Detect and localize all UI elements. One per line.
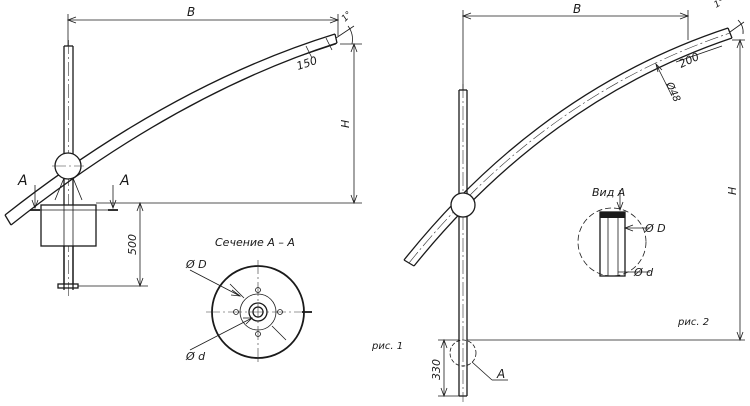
fig2-b-label: B xyxy=(573,2,581,16)
fig1-curved-arm xyxy=(4,33,338,226)
fig2-200-label: 200 xyxy=(677,50,702,71)
fig1-dim-h: H xyxy=(96,42,362,205)
fig2-dim-b: B xyxy=(461,2,690,90)
fig2-dim-330: 330 xyxy=(430,338,459,398)
fig1-foundation-block xyxy=(40,204,97,247)
fig1-outer-diameter: Ø D xyxy=(185,258,207,271)
fig2-post xyxy=(458,84,468,402)
fig1-dim-150: 150 xyxy=(295,37,337,73)
fig2-outer-diameter: Ø D xyxy=(644,222,666,235)
fig1-section-letter-right: A xyxy=(119,173,130,189)
fig2-330-label: 330 xyxy=(430,359,443,380)
fig1-base-plate xyxy=(57,283,79,289)
fig2-caption: рис. 2 xyxy=(677,317,709,328)
fig2-h-label: H xyxy=(726,187,739,195)
fig2-view-title: Вид А xyxy=(592,186,625,199)
fig2-detail-letter: A xyxy=(496,367,505,381)
fig2-detail-circle xyxy=(449,339,477,367)
fig1-b-label: B xyxy=(187,5,195,19)
fig2-joint-ball xyxy=(450,192,476,218)
fig1-angle-mark: 1° xyxy=(335,10,354,45)
fig1-inner-diameter: Ø d xyxy=(185,350,206,363)
fig1-angle-label: 1° xyxy=(340,10,354,24)
fig2-inner-diameter: Ø d xyxy=(633,266,654,279)
fig2-angle-label: 1° xyxy=(713,0,727,11)
fig1-150-label: 150 xyxy=(295,54,319,73)
fig1-section-view: Сечение А – А Ø D Ø d xyxy=(185,236,312,364)
fig2-view-a: Вид А Ø D Ø d xyxy=(577,186,666,279)
fig2-angle-mark: 1° xyxy=(713,0,745,35)
fig2-detail-marker: A xyxy=(471,361,508,381)
fig1-section-letter-left: A xyxy=(17,173,28,189)
fig1-section-marker: A A xyxy=(17,173,130,211)
fig1-500-label: 500 xyxy=(126,234,139,255)
fig2-48-label: Ø48 xyxy=(663,79,683,104)
figure-1: A A B H 150 xyxy=(4,5,403,364)
fig1-dim-b: B xyxy=(66,5,340,46)
figure-2: B H 200 Ø48 1° xyxy=(403,0,745,402)
fig2-curved-arm xyxy=(403,27,733,267)
fig1-dim-500: 500 xyxy=(78,201,148,288)
fig1-h-label: H xyxy=(339,120,352,128)
fig2-dim-h: H xyxy=(467,38,745,342)
fig2-dim-48: Ø48 xyxy=(655,62,683,104)
fig1-section-title: Сечение А – А xyxy=(215,236,295,249)
fig1-caption: рис. 1 xyxy=(371,341,403,352)
